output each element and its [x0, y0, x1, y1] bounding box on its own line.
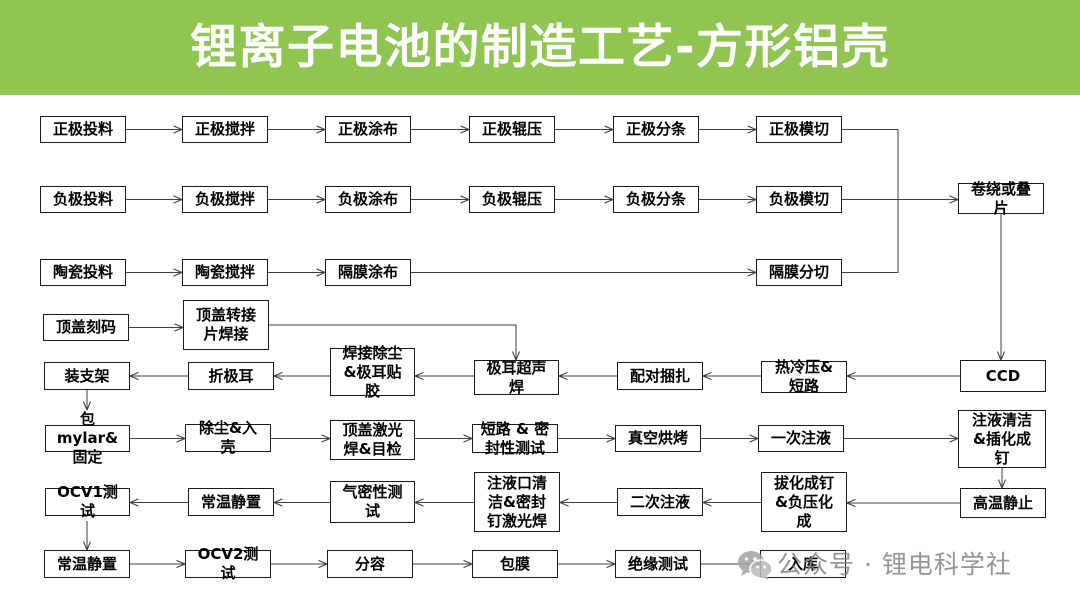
step-tab-folding: 折极耳 — [188, 362, 274, 390]
step-ocv1-test: OCV1测 试 — [45, 483, 130, 520]
step-label: 隔膜分切 — [768, 263, 829, 281]
step-label: 气密性测 试 — [342, 483, 403, 520]
step-room-temp-aging-1: 常温静置 — [188, 488, 274, 516]
step-warehousing: 入库 — [760, 550, 846, 578]
wechat-icon — [737, 549, 773, 581]
step-cathode-slitting: 正极分条 — [613, 116, 699, 143]
step-anode-mixing: 负极搅拌 — [182, 186, 268, 213]
step-ccd-inspection: CCD — [960, 360, 1046, 392]
step-ceramic-feeding: 陶瓷投料 — [40, 259, 126, 286]
step-label: 顶盖转接 片焊接 — [195, 306, 256, 343]
step-tab-ultrasonic-welding: 极耳超声 焊 — [474, 358, 559, 396]
step-injection-cleaning-formation-nail: 注液清洁 &插化成 钉 — [958, 410, 1046, 468]
step-label: OCV1测 试 — [57, 483, 118, 520]
step-label: 除尘&入 壳 — [198, 419, 258, 456]
step-label: 陶瓷搅拌 — [194, 263, 255, 281]
step-label: 折极耳 — [208, 366, 254, 385]
step-label: 负极搅拌 — [194, 190, 255, 208]
step-first-electrolyte-injection: 一次注液 — [758, 425, 844, 452]
step-anode-die-cutting: 负极模切 — [756, 186, 842, 213]
step-top-cap-laser-welding: 顶盖激光 焊&目检 — [330, 420, 415, 460]
step-dust-removal-casing: 除尘&入 壳 — [185, 419, 271, 456]
title-banner: 锂离子电池的制造工艺-方形铝壳 — [0, 0, 1080, 95]
step-film-wrapping: 包膜 — [472, 550, 558, 578]
step-label: 拔化成钉 &负压化 成 — [773, 473, 834, 530]
step-winding-or-stacking: 卷绕或叠 片 — [958, 180, 1044, 217]
step-label: CCD — [985, 366, 1021, 385]
step-label: 正极模切 — [768, 120, 829, 138]
step-label: 正极涂布 — [337, 120, 398, 138]
step-high-temp-aging: 高温静止 — [960, 488, 1046, 518]
step-label: 负极分条 — [625, 190, 686, 208]
step-label: 一次注液 — [770, 429, 831, 447]
step-second-electrolyte-injection: 二次注液 — [617, 488, 703, 516]
step-label: 极耳超声 焊 — [486, 358, 547, 396]
step-separator-slitting: 隔膜分切 — [756, 259, 842, 286]
step-label: 短路 & 密 封性测试 — [480, 419, 550, 457]
step-label: 二次注液 — [629, 492, 690, 511]
step-label: 注液清洁 &插化成 钉 — [971, 410, 1032, 467]
step-label: 陶瓷投料 — [52, 263, 113, 281]
step-label: 绝缘测试 — [627, 554, 688, 573]
step-insulation-test: 绝缘测试 — [615, 550, 701, 578]
step-label: OCV2测 试 — [197, 545, 259, 582]
step-mylar-wrapping: 包 mylar& 固定 — [45, 410, 130, 466]
step-ceramic-mixing: 陶瓷搅拌 — [182, 259, 268, 286]
watermark-text: 公众号 · 锂电科学社 — [777, 550, 1012, 579]
step-label: 负极辊压 — [481, 190, 542, 208]
step-room-temp-aging-2: 常温静置 — [44, 550, 130, 578]
step-vacuum-baking: 真空烘烤 — [615, 425, 701, 452]
step-cathode-feeding: 正极投料 — [40, 116, 126, 143]
page-title: 锂离子电池的制造工艺-方形铝壳 — [189, 20, 890, 75]
step-cathode-coating: 正极涂布 — [325, 116, 411, 143]
step-label: 卷绕或叠 片 — [970, 179, 1031, 217]
step-label: 正极辊压 — [481, 120, 542, 138]
step-label: 常温静置 — [56, 554, 117, 573]
step-label: 负极涂布 — [337, 190, 398, 208]
step-cathode-rolling: 正极辊压 — [469, 116, 555, 143]
step-label: 正极投料 — [52, 120, 113, 138]
step-top-cap-marking: 顶盖刻码 — [43, 314, 129, 341]
step-anode-rolling: 负极辊压 — [469, 186, 555, 213]
step-label: 真空烘烤 — [627, 429, 688, 447]
step-label: 包膜 — [499, 554, 530, 573]
merge-connector — [842, 129, 899, 273]
step-label: 顶盖激光 焊&目检 — [342, 421, 403, 458]
step-label: 注液口清 洁&密封 钉激光焊 — [486, 473, 547, 530]
step-label: 负极投料 — [52, 190, 113, 208]
step-label: 配对捆扎 — [629, 366, 690, 385]
step-label: 入库 — [787, 554, 818, 573]
step-label: 顶盖刻码 — [55, 318, 116, 336]
step-pairing-bundling: 配对捆扎 — [617, 362, 703, 390]
step-label: 高温静止 — [972, 493, 1033, 512]
step-short-circuit-seal-test: 短路 & 密 封性测试 — [472, 420, 558, 457]
step-separator-coating: 隔膜涂布 — [325, 259, 411, 286]
step-cathode-die-cutting: 正极模切 — [756, 116, 842, 143]
top-cap-connector — [269, 324, 516, 360]
step-anode-slitting: 负极分条 — [613, 186, 699, 213]
step-label: 正极搅拌 — [194, 120, 255, 138]
step-capacity-grading: 分容 — [327, 550, 413, 578]
step-bracket-mounting: 装支架 — [44, 362, 130, 390]
step-label: 包 mylar& 固定 — [56, 410, 119, 466]
step-label: 装支架 — [64, 366, 110, 385]
step-top-cap-adapter-welding: 顶盖转接 片焊接 — [183, 300, 269, 350]
step-nail-removal-negative-pressure-formation: 拔化成钉 &负压化 成 — [761, 472, 847, 532]
step-cathode-mixing: 正极搅拌 — [182, 116, 268, 143]
step-label: 常温静置 — [200, 492, 261, 511]
step-label: 分容 — [354, 554, 385, 573]
step-label: 负极模切 — [768, 190, 829, 208]
step-fill-port-cleaning-seal-welding: 注液口清 洁&密封 钉激光焊 — [474, 472, 560, 532]
step-ocv2-test: OCV2测 试 — [185, 545, 271, 582]
step-label: 热冷压& 短路 — [774, 358, 834, 395]
step-anode-coating: 负极涂布 — [325, 186, 411, 213]
step-label: 焊接除尘 &极耳贴 胶 — [342, 343, 403, 400]
step-label: 隔膜涂布 — [337, 263, 398, 281]
step-anode-feeding: 负极投料 — [40, 186, 126, 213]
step-air-tightness-test: 气密性测 试 — [330, 481, 415, 523]
step-weld-dust-removal-tab-taping: 焊接除尘 &极耳贴 胶 — [330, 344, 415, 400]
step-hot-cold-press-short-test: 热冷压& 短路 — [761, 358, 847, 395]
step-label: 正极分条 — [625, 120, 686, 138]
